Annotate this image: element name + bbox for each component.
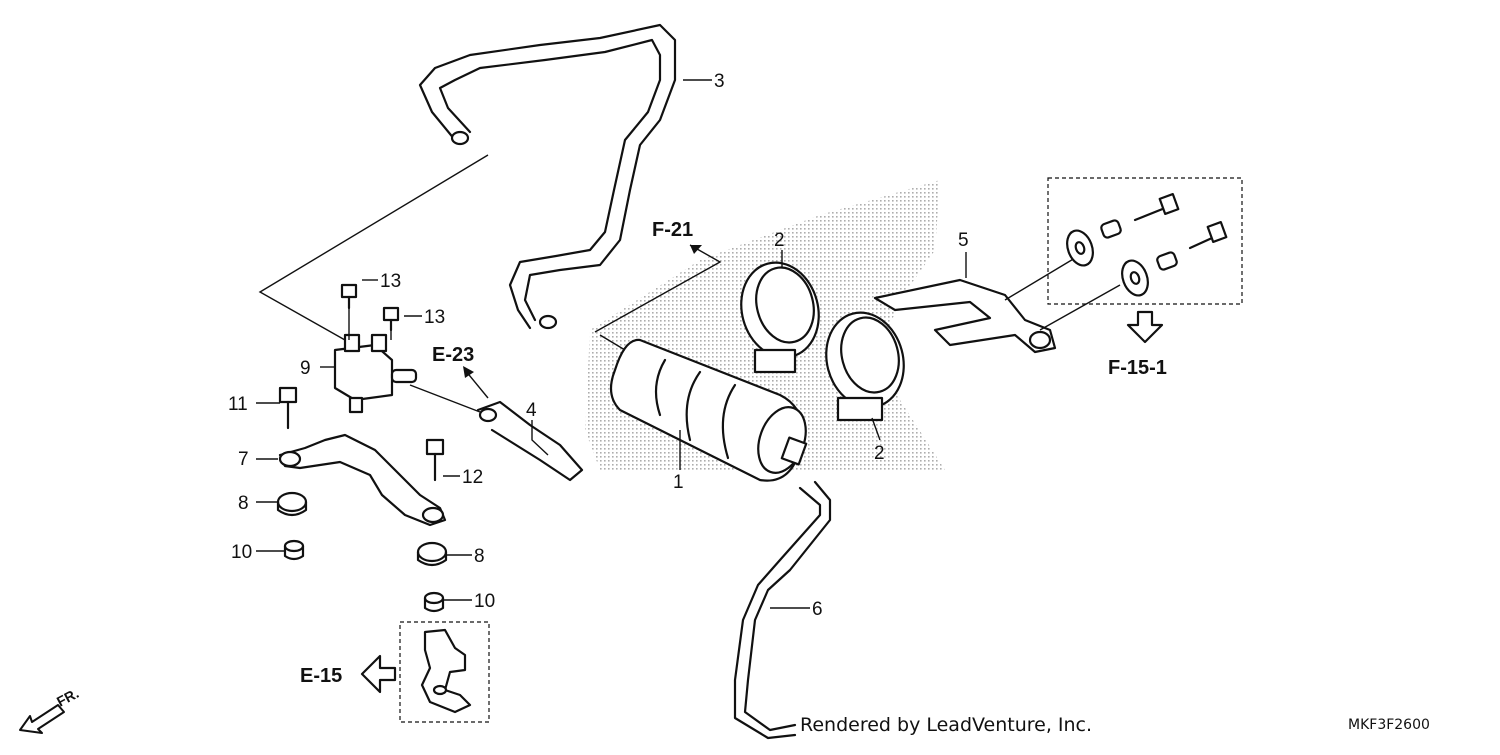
callout-leaders <box>256 79 967 609</box>
leader-valve-hose4 <box>409 384 481 413</box>
band-2-upper[interactable] <box>731 254 829 374</box>
ref-f21[interactable]: F-21 <box>652 219 693 241</box>
callout-11[interactable]: 11 <box>228 394 248 415</box>
footer-credit: Rendered by LeadVenture, Inc. <box>800 714 1092 736</box>
rubber-8-left[interactable] <box>276 491 308 517</box>
front-direction-arrow: FR. <box>19 685 81 734</box>
frame-mount-box <box>399 621 490 723</box>
hose-3[interactable] <box>418 23 677 330</box>
band-2-lower[interactable] <box>816 304 914 422</box>
collar-10-right[interactable] <box>423 591 445 613</box>
callout-5[interactable]: 5 <box>958 230 969 251</box>
callout-3[interactable]: 3 <box>714 71 725 92</box>
bolt-13-a[interactable] <box>340 283 358 310</box>
ref-f21-arrow <box>594 244 722 333</box>
hose-4[interactable] <box>476 400 584 482</box>
callout-9[interactable]: 9 <box>300 358 311 379</box>
callout-13-upper[interactable]: 13 <box>380 271 401 292</box>
ref-e23[interactable]: E-23 <box>432 344 474 366</box>
bolt-12[interactable] <box>425 438 445 482</box>
callout-12[interactable]: 12 <box>462 467 483 488</box>
callout-10-left[interactable]: 10 <box>231 542 252 563</box>
hose-6[interactable] <box>733 480 832 740</box>
callout-6[interactable]: 6 <box>812 599 823 620</box>
bolt-box-lower[interactable] <box>1188 220 1228 250</box>
grommet-upper[interactable] <box>1063 219 1122 269</box>
ref-e23-arrow <box>463 366 489 399</box>
callout-7[interactable]: 7 <box>238 449 249 470</box>
callout-13-lower[interactable]: 13 <box>424 307 445 328</box>
leader-hose3-valve <box>258 154 489 341</box>
hardware-group-box <box>1004 177 1243 331</box>
canister-1[interactable] <box>599 334 814 482</box>
callout-8-right[interactable]: 8 <box>474 546 485 567</box>
grommet-lower[interactable] <box>1118 251 1178 299</box>
callout-8-left[interactable]: 8 <box>238 493 249 514</box>
callout-numbers: 1 2 2 3 4 5 6 7 8 8 9 10 10 11 12 13 13 <box>228 71 969 620</box>
ref-e15[interactable]: E-15 <box>300 665 342 687</box>
callout-4[interactable]: 4 <box>526 400 537 421</box>
callout-10-right[interactable]: 10 <box>474 591 495 612</box>
bolt-box-upper[interactable] <box>1133 192 1180 222</box>
callout-2-upper[interactable]: 2 <box>774 230 785 251</box>
bolt-11[interactable] <box>278 386 298 430</box>
stay-7[interactable] <box>278 433 447 527</box>
solenoid-valve-9[interactable] <box>333 333 418 414</box>
diagram-code: MKF3F2600 <box>1348 717 1430 733</box>
leader-bolt13-valve <box>348 308 392 340</box>
ref-f151-arrow <box>1126 310 1164 344</box>
bracket-5[interactable] <box>873 278 1057 354</box>
callout-1[interactable]: 1 <box>673 472 684 493</box>
ref-e15-arrow <box>360 654 397 694</box>
ref-f151[interactable]: F-15-1 <box>1108 357 1167 379</box>
callout-2-lower[interactable]: 2 <box>874 443 885 464</box>
bolt-13-b[interactable] <box>382 306 400 332</box>
collar-10-left[interactable] <box>283 539 305 561</box>
rubber-8-right[interactable] <box>416 541 448 567</box>
